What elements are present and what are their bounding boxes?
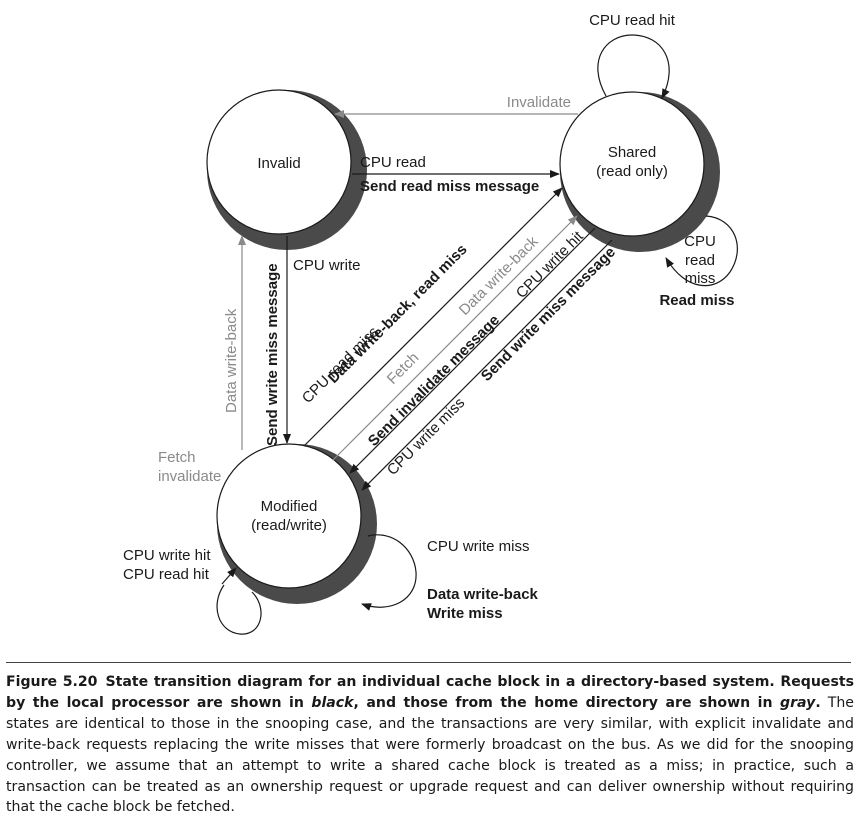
svg-text:invalidate: invalidate — [158, 468, 221, 485]
svg-text:CPU write hit: CPU write hit — [123, 547, 211, 564]
svg-text:Invalidate: Invalidate — [507, 94, 571, 111]
caption-bold-mid: , and those from the home directory are … — [353, 694, 773, 711]
svg-text:CPU write: CPU write — [293, 257, 361, 274]
svg-text:Fetch: Fetch — [158, 449, 196, 466]
caption-rule — [6, 662, 851, 663]
state-modified: Modified (read/write) — [216, 443, 377, 604]
svg-text:Data write-back: Data write-back — [427, 586, 539, 603]
svg-text:Send read miss message: Send read miss message — [360, 178, 539, 195]
svg-text:Read miss: Read miss — [659, 292, 734, 309]
transition-invalid-to-modified: CPU write Send write miss message — [264, 236, 361, 446]
caption-em-gray: gray — [780, 694, 816, 711]
state-modified-label: Modified — [261, 498, 318, 515]
svg-text:miss: miss — [685, 270, 716, 287]
transition-shared-to-modified-hit: Send invalidate message CPU write hit — [349, 227, 596, 474]
svg-text:CPU write miss: CPU write miss — [427, 538, 530, 555]
svg-text:read: read — [685, 252, 715, 269]
state-invalid-label: Invalid — [257, 155, 300, 172]
state-transition-diagram: Invalid Shared (read only) Modified (rea… — [123, 12, 738, 635]
caption-body: The states are identical to those in the… — [6, 694, 854, 816]
transition-invalid-to-shared: CPU read Send read miss message — [352, 154, 560, 195]
svg-text:CPU: CPU — [684, 233, 716, 250]
transition-modified-self-left: CPU write hit CPU read hit — [123, 547, 262, 635]
state-modified-sublabel: (read/write) — [251, 517, 327, 534]
svg-text:Data write-back: Data write-back — [223, 308, 240, 413]
transition-modified-self-right: CPU write miss Data write-back Write mis… — [361, 534, 539, 622]
transition-shared-self-right: CPU read miss Read miss — [659, 215, 738, 309]
state-shared-sublabel: (read only) — [596, 163, 668, 180]
svg-text:CPU read hit: CPU read hit — [589, 12, 676, 29]
svg-text:CPU read hit: CPU read hit — [123, 566, 210, 583]
svg-text:CPU read: CPU read — [360, 154, 426, 171]
svg-text:Send write miss message: Send write miss message — [264, 263, 281, 446]
svg-text:Fetch: Fetch — [384, 349, 423, 388]
caption-bold-text: State transition diagram for an individu… — [6, 674, 854, 711]
state-invalid: Invalid — [206, 89, 367, 250]
transition-shared-self-top: CPU read hit — [589, 12, 676, 99]
caption-em-black: black — [311, 694, 354, 711]
transition-modified-to-invalid: Data write-back Fetch invalidate — [158, 235, 246, 485]
transition-shared-to-invalid: Invalidate — [334, 94, 578, 118]
caption-bold-end: . — [815, 694, 821, 711]
state-shared-label: Shared — [608, 144, 656, 161]
svg-text:Write miss: Write miss — [427, 605, 503, 622]
state-shared: Shared (read only) — [559, 91, 720, 252]
figure-number: Figure 5.20 — [6, 674, 98, 690]
